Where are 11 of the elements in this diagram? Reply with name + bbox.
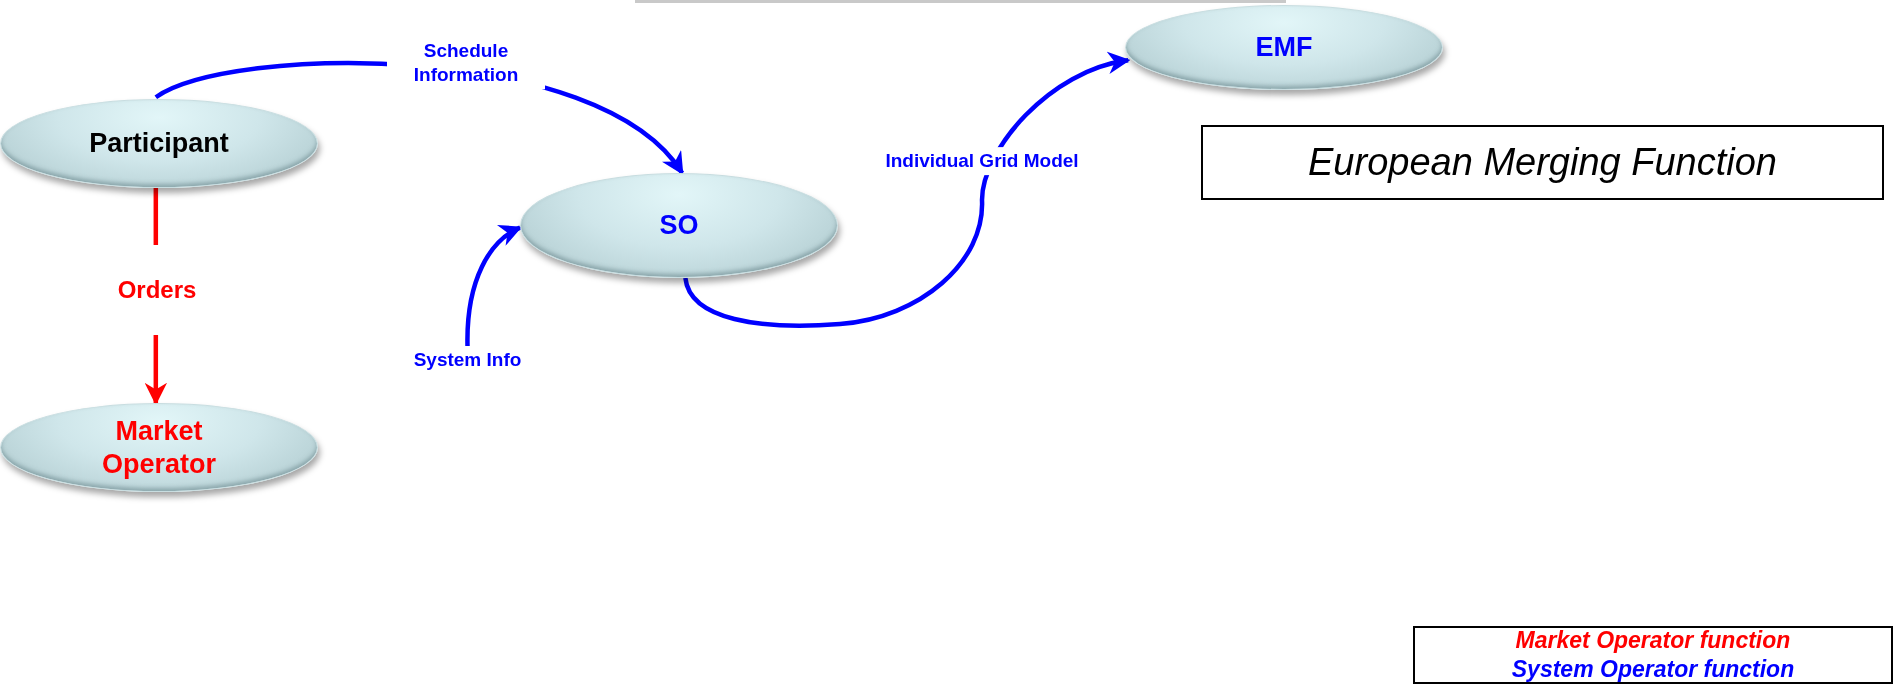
arrow xyxy=(683,53,1131,328)
arrow xyxy=(465,225,522,347)
box-label: European Merging Function xyxy=(1308,141,1777,184)
legend-entry: Market Operator function xyxy=(1515,626,1791,655)
legend-entry: System Operator function xyxy=(1511,655,1795,684)
flow-label: System Info xyxy=(395,346,540,374)
node-label: Market Operator xyxy=(101,415,217,480)
node-label: Participant xyxy=(89,127,229,160)
node-label: SO xyxy=(659,209,699,242)
node-label: EMF xyxy=(1255,31,1313,64)
title-box xyxy=(1201,125,1884,200)
